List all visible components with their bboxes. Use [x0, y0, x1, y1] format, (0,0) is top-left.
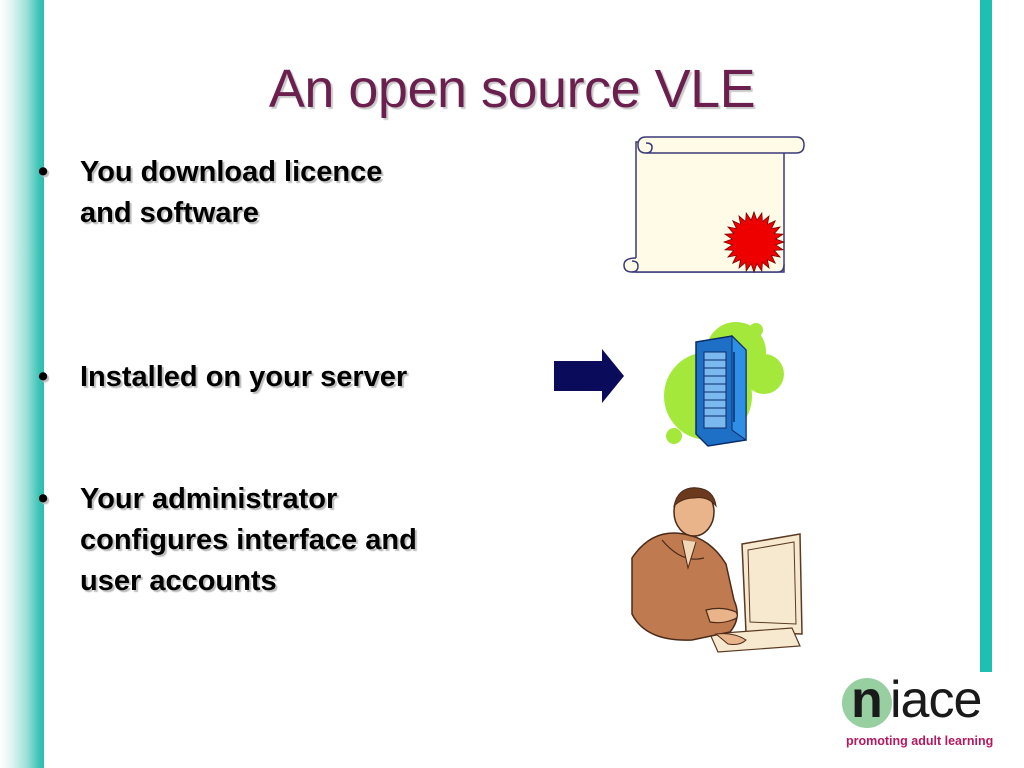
bullet-line: user accounts: [80, 565, 277, 597]
seal-icon: [722, 210, 786, 274]
right-arrow-icon: [554, 349, 624, 403]
bullet-line: and software: [80, 197, 259, 229]
bullet-marker: •: [38, 156, 49, 188]
bullet-line: Installed on your server: [80, 361, 408, 393]
logo-letter-n: n: [851, 671, 883, 729]
person-at-computer-icon: [631, 487, 803, 653]
bullet-item-administrator: • Your administrator configures interfac…: [38, 479, 417, 602]
bullet-item-installed: • Installed on your server: [38, 357, 407, 398]
left-gradient-band: [0, 0, 44, 768]
bullet-item-download: • You download licence and software: [38, 152, 382, 234]
slide-title: An open source VLE: [268, 59, 756, 119]
logo-circle: [842, 678, 892, 728]
right-accent-bar: [980, 0, 992, 672]
bullet-marker: •: [38, 361, 49, 393]
logo-wordmark: iace: [890, 671, 982, 729]
bullet-line: Your administrator: [80, 483, 338, 515]
server-icon: [664, 322, 784, 447]
bullet-line: configures interface and: [80, 524, 417, 556]
logo-tagline: promoting adult learning: [846, 734, 994, 748]
certificate-scroll-icon: [623, 136, 805, 274]
niace-logo: n iace promoting adult learning: [838, 671, 1008, 756]
bullet-marker: •: [38, 483, 49, 515]
bullet-line: You download licence: [80, 156, 383, 188]
